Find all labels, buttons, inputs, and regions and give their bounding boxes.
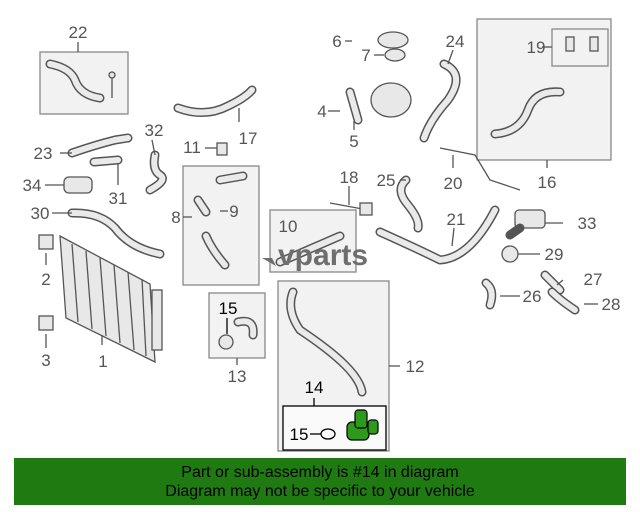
callout-6: 6 — [332, 32, 341, 51]
part-18-sensor — [329, 202, 373, 216]
callout-15-box13: 15 — [219, 299, 238, 318]
part-26-hose — [481, 278, 497, 310]
info-banner: Part or sub-assembly is #14 in diagram D… — [14, 458, 626, 505]
callout-9: 9 — [229, 202, 238, 221]
callout-30: 30 — [31, 204, 50, 223]
part-19-bolts — [565, 36, 599, 52]
callout-24: 24 — [446, 32, 465, 51]
banner-line-1: Part or sub-assembly is #14 in diagram — [181, 463, 459, 481]
part-6-cap — [377, 31, 409, 49]
callout-3: 3 — [41, 351, 50, 370]
callout-16: 16 — [538, 173, 557, 192]
part-7-seal — [384, 48, 406, 62]
callout-8: 8 — [171, 208, 180, 227]
part-17-hose — [173, 85, 257, 117]
part-2-mount — [38, 234, 54, 250]
part-3-mount — [38, 315, 54, 331]
part-11-clip — [216, 142, 228, 156]
part-24-hose — [419, 59, 461, 143]
callout-18: 18 — [340, 168, 359, 187]
part-21-pipe — [375, 205, 500, 265]
callout-28: 28 — [602, 295, 621, 314]
part-12-hose — [286, 287, 367, 397]
callout-19: 19 — [527, 38, 546, 57]
callout-25: 25 — [377, 171, 396, 190]
part-10-hose — [275, 231, 345, 267]
callout-13: 13 — [228, 367, 247, 386]
banner-line-2: Diagram may not be specific to your vehi… — [165, 482, 475, 500]
callout-7: 7 — [361, 46, 370, 65]
part-27-hose — [540, 270, 565, 295]
part-34-fitting — [63, 176, 93, 194]
part-1-radiator — [59, 234, 163, 364]
part-32-hose — [145, 150, 167, 195]
box-8 — [182, 165, 260, 286]
callout-17: 17 — [239, 129, 258, 148]
callout-10: 10 — [279, 217, 298, 236]
part-16-hose — [490, 87, 565, 139]
part-30-hose — [67, 208, 165, 259]
callout-12: 12 — [406, 357, 425, 376]
part-29-clamp — [501, 245, 519, 263]
parts-diagram: 1 2 3 4 5 6 7 8 9 10 11 12 13 14 15 15 1… — [23, 18, 621, 452]
callout-2: 2 — [41, 270, 50, 289]
callout-1: 1 — [98, 352, 107, 371]
callout-22: 22 — [69, 23, 88, 42]
callout-31: 31 — [109, 189, 128, 208]
vparts-watermark: vparts — [262, 239, 368, 272]
part-4-reservoir — [345, 82, 412, 125]
leader-lines — [45, 40, 598, 435]
part-13-fitting — [218, 316, 258, 350]
callout-29: 29 — [545, 245, 564, 264]
callout-4: 4 — [317, 102, 326, 121]
part-33-fitting — [505, 209, 546, 240]
callout-23: 23 — [34, 144, 53, 163]
callout-14: 14 — [305, 378, 324, 397]
callout-20: 20 — [444, 174, 463, 193]
callout-27: 27 — [584, 270, 603, 289]
part-22-bracket — [45, 59, 116, 103]
callout-33: 33 — [578, 214, 597, 233]
part-23-hose — [67, 133, 133, 158]
part-8-hoses — [193, 171, 248, 270]
part-20-pipe — [439, 147, 521, 191]
part-31-hose — [89, 155, 123, 167]
box-19 — [551, 28, 609, 67]
callout-5: 5 — [349, 132, 358, 151]
part-28-hose — [547, 287, 580, 315]
callout-34: 34 — [23, 176, 42, 195]
watermark-text: vparts — [278, 239, 368, 272]
callout-15-box14: 15 — [290, 425, 309, 444]
callout-26: 26 — [523, 287, 542, 306]
callout-32: 32 — [145, 121, 164, 140]
callout-21: 21 — [447, 210, 466, 229]
part-25-hose — [396, 175, 423, 233]
part-14-thermostat-housing — [320, 409, 379, 441]
callout-11: 11 — [183, 138, 201, 157]
